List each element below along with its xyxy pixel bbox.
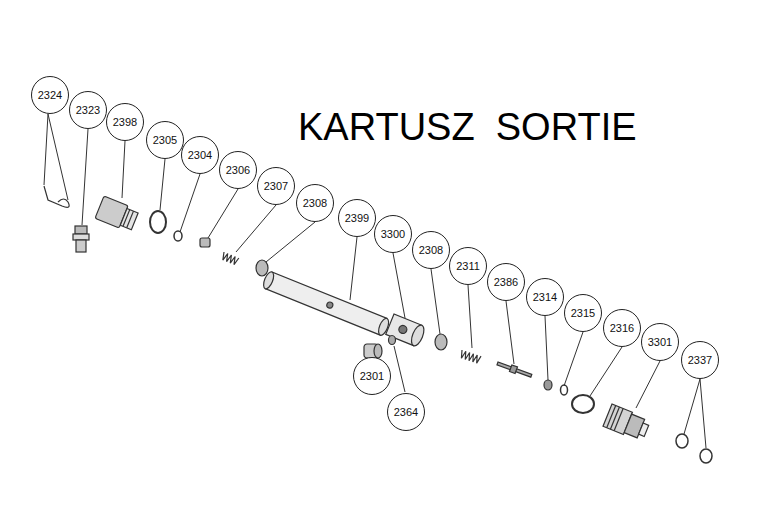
callout-circle: 2316 — [603, 309, 641, 347]
callout-number: 2311 — [456, 261, 480, 272]
callout-number: 2398 — [113, 117, 137, 128]
diagram-title: KARTUSZ SORTIE — [298, 108, 637, 146]
callout-number: 2337 — [688, 355, 712, 366]
callout-circle: 2337 — [681, 341, 719, 379]
callout-circle: 2304 — [181, 136, 219, 174]
callout-number: 2316 — [610, 323, 634, 334]
callout-number: 2324 — [38, 90, 62, 101]
callout-circle: 2301 — [353, 357, 391, 395]
callout-circle: 2307 — [257, 167, 295, 205]
callout-number: 2307 — [264, 181, 288, 192]
callout-circle: 2324 — [31, 76, 69, 114]
callout-number: 3301 — [648, 337, 672, 348]
callout-number: 2323 — [76, 105, 100, 116]
callout-number: 2308 — [303, 198, 327, 209]
callout-number: 2308 — [419, 245, 443, 256]
callout-circle: 2311 — [449, 247, 487, 285]
callout-circle: 2308 — [296, 184, 334, 222]
callout-circle: 2314 — [526, 278, 564, 316]
callout-circle: 2305 — [146, 121, 184, 159]
callout-number: 2386 — [494, 277, 518, 288]
callout-circle: 2323 — [69, 91, 107, 129]
callout-number: 2306 — [226, 165, 250, 176]
callout-number: 2364 — [394, 407, 418, 418]
callout-circle: 2306 — [219, 151, 257, 189]
callout-circle: 2386 — [487, 263, 525, 301]
callout-circle: 2398 — [106, 103, 144, 141]
callout-number: 2305 — [153, 135, 177, 146]
callout-circle: 3301 — [641, 323, 679, 361]
callout-number: 2304 — [188, 150, 212, 161]
callout-number: 2399 — [345, 213, 369, 224]
callout-circle: 3300 — [374, 215, 412, 253]
callout-circle: 2364 — [387, 393, 425, 431]
callout-number: 2301 — [360, 371, 384, 382]
callout-number: 2314 — [533, 292, 557, 303]
callout-circle: 2399 — [338, 199, 376, 237]
callout-number: 2315 — [571, 308, 595, 319]
callout-circle: 2308 — [412, 231, 450, 269]
callout-number: 3300 — [381, 229, 405, 240]
callout-circle: 2315 — [564, 294, 602, 332]
